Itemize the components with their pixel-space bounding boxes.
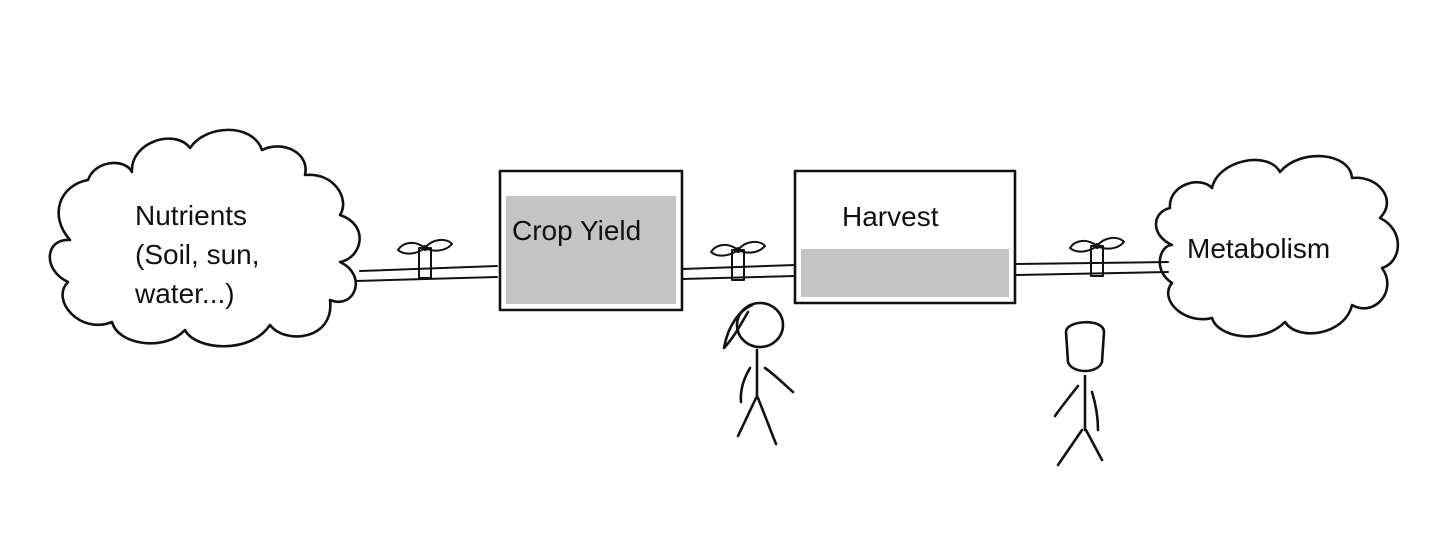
cloud-outline-icon	[1154, 154, 1400, 338]
source-line-1: Nutrients	[135, 200, 247, 231]
stock-box	[498, 169, 684, 312]
person-icon	[722, 301, 795, 446]
stock-box	[793, 169, 1017, 305]
stock-crop-yield: Crop Yield	[498, 169, 684, 312]
valve-icon	[710, 240, 766, 281]
flow-crop-yield-to-harvest	[681, 240, 796, 281]
cloud-outline-icon	[48, 128, 361, 348]
flow-source-to-crop-yield	[355, 238, 498, 282]
stock-fill	[506, 196, 676, 304]
source-line-2: (Soil, sun,	[135, 239, 260, 270]
sink-cloud: Metabolism	[1154, 154, 1400, 338]
stock-harvest: Harvest	[793, 169, 1017, 305]
stock-label: Harvest	[842, 201, 939, 232]
person-icon	[1053, 320, 1106, 467]
stock-fill	[801, 249, 1009, 297]
stock-label: Crop Yield	[512, 215, 641, 246]
source-cloud: Nutrients (Soil, sun, water...)	[48, 128, 361, 348]
valve-icon	[397, 238, 453, 279]
flow-harvest-to-metabolism	[1014, 236, 1169, 277]
sink-label: Metabolism	[1187, 233, 1330, 264]
valve-icon	[1069, 236, 1125, 277]
source-line-3: water...)	[134, 278, 235, 309]
